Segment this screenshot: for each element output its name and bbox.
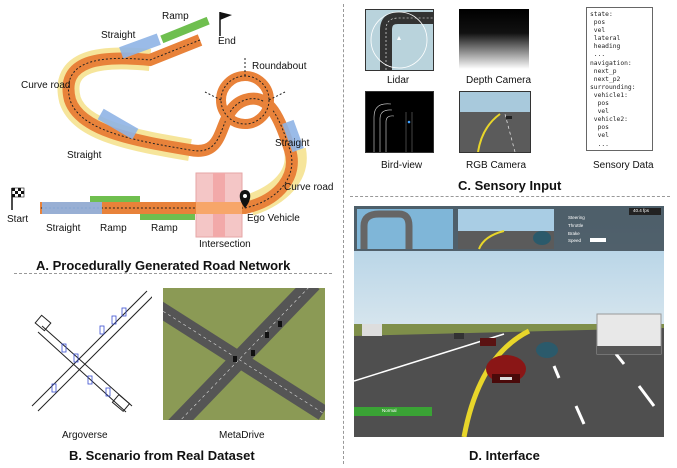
label-rgb-camera: RGB Camera: [466, 160, 527, 171]
sensory-data-text: state: pos vel lateral heading ... navig…: [590, 11, 636, 148]
label-argoverse: Argoverse: [62, 430, 108, 441]
lidar-view: [365, 9, 434, 71]
straight-segment-left: [97, 108, 139, 140]
metadrive-scenario-view: [163, 288, 325, 420]
label-ramp-bottom-1: Ramp: [100, 223, 127, 234]
label-straight-left: Straight: [67, 150, 102, 161]
label-curve-road-right: Curve road: [284, 182, 334, 193]
ego-vehicle-pin-icon: [239, 190, 251, 208]
hud-throttle: Throttle: [568, 223, 584, 228]
caption-panel-a: A. Procedurally Generated Road Network: [36, 258, 291, 273]
hud-steering: Steering: [568, 215, 585, 220]
label-straight-bottom: Straight: [46, 223, 81, 234]
label-ramp-top: Ramp: [162, 11, 189, 22]
status-normal: Normal: [382, 408, 397, 413]
start-flag-icon: [11, 187, 25, 210]
label-bird-view: Bird-view: [381, 160, 423, 171]
end-flag-icon: [219, 12, 232, 36]
fps-counter: 40.4 fps: [633, 208, 650, 213]
simulator-interface: 40.4 fps Steering Throttle Brake Speed N…: [354, 206, 664, 437]
horizontal-divider-left: [14, 273, 332, 274]
vertical-divider: [343, 4, 344, 464]
label-straight-top: Straight: [101, 30, 136, 41]
label-roundabout: Roundabout: [252, 61, 307, 72]
road-network-diagram: [11, 12, 307, 238]
depth-camera-view: [459, 9, 529, 69]
label-sensory-data: Sensory Data: [593, 160, 654, 171]
label-metadrive: MetaDrive: [219, 430, 265, 441]
label-straight-right: Straight: [275, 138, 310, 149]
ramp-top: [160, 16, 210, 44]
horizontal-divider-right: [350, 196, 670, 197]
ramp-bottom-1: [90, 196, 140, 202]
caption-panel-b: B. Scenario from Real Dataset: [69, 448, 255, 463]
label-curve-road-left: Curve road: [21, 80, 71, 91]
straight-segment-bottom: [42, 202, 102, 214]
label-start: Start: [7, 214, 29, 225]
bird-view: [365, 91, 434, 153]
label-intersection: Intersection: [199, 239, 251, 250]
hud-speed: Speed: [568, 238, 582, 243]
label-ramp-bottom-2: Ramp: [151, 223, 178, 234]
straight-segment-right: [282, 119, 304, 153]
label-lidar: Lidar: [387, 75, 410, 86]
rgb-camera-view: [459, 91, 531, 153]
label-end: End: [218, 36, 236, 47]
caption-panel-d: D. Interface: [469, 448, 540, 463]
hud-brake: Brake: [568, 231, 580, 236]
label-depth-camera: Depth Camera: [466, 75, 532, 86]
argoverse-map: [31, 290, 152, 413]
sensory-data-panel: state: pos vel lateral heading ... navig…: [586, 7, 653, 151]
ramp-bottom-2: [140, 214, 195, 220]
caption-panel-c: C. Sensory Input: [458, 178, 562, 193]
label-ego-vehicle: Ego Vehicle: [247, 213, 300, 224]
straight-segment-top: [119, 33, 161, 59]
